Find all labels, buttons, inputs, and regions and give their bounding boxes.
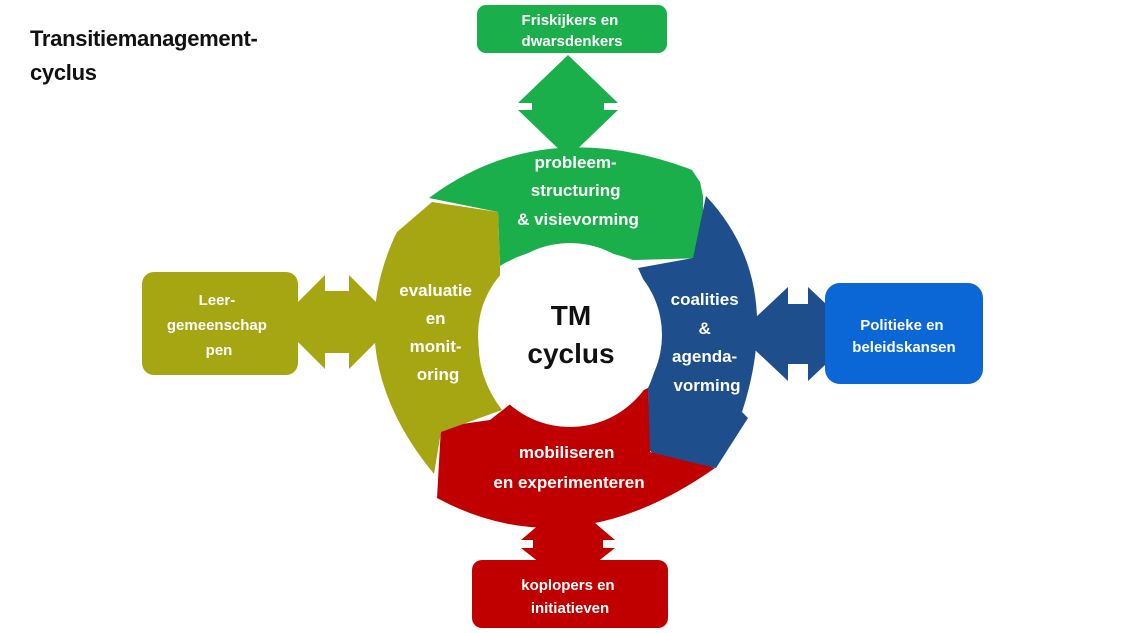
left-connector-arrow bbox=[278, 275, 396, 369]
center-circle bbox=[478, 243, 662, 427]
box-bottom-label: koplopers en initiatieven bbox=[521, 577, 619, 617]
segment-left-line: monit- bbox=[410, 337, 462, 356]
segment-left-arrow bbox=[374, 202, 502, 474]
segment-bottom-arrow bbox=[437, 388, 715, 528]
segment-bottom-line: mobiliseren bbox=[519, 443, 614, 462]
segment-top-line: & visievorming bbox=[517, 210, 639, 229]
segment-top-line: probleem- bbox=[535, 153, 617, 172]
segment-right-line: agenda- bbox=[672, 347, 737, 366]
box-bottom: koplopers en initiatieven bbox=[472, 560, 668, 628]
title-line-2: cyclus bbox=[30, 60, 97, 85]
box-top-line: dwarsdenkers bbox=[522, 33, 623, 50]
box-bottom-line: initiatieven bbox=[531, 600, 609, 617]
segment-right-label: coalities & agenda- vorming bbox=[671, 290, 744, 395]
box-left-label: Leer- gemeenschap pen bbox=[167, 292, 271, 359]
box-left-rect bbox=[142, 272, 298, 375]
center-label-line-2: cyclus bbox=[527, 338, 614, 369]
segment-bottom-label: mobiliseren en experimenteren bbox=[493, 443, 644, 492]
box-left-line: pen bbox=[206, 342, 233, 359]
top-connector-arrow bbox=[518, 55, 618, 158]
box-bottom-rect bbox=[472, 560, 668, 628]
box-left-line: Leer- bbox=[199, 292, 236, 309]
box-top-label: Friskijkers en dwarsdenkers bbox=[522, 12, 623, 50]
box-bottom-line: koplopers en bbox=[521, 577, 614, 594]
segment-left-line: evaluatie bbox=[399, 281, 472, 300]
segment-top-label: probleem- structuring & visievorming bbox=[517, 153, 639, 229]
segment-left-line: oring bbox=[417, 365, 460, 384]
box-right: Politieke en beleidskansen bbox=[825, 283, 983, 384]
segment-left-line: en bbox=[426, 309, 446, 328]
box-right-rect bbox=[825, 283, 983, 384]
box-top-rect bbox=[477, 5, 667, 53]
segment-top-arrow bbox=[429, 147, 705, 266]
diagram-title: Transitiemanagement- cyclus bbox=[30, 22, 330, 90]
segment-right-line: coalities bbox=[671, 290, 739, 309]
center-label-line-1: TM bbox=[551, 300, 591, 331]
box-top-line: Friskijkers en bbox=[522, 12, 619, 29]
box-right-line: Politieke en bbox=[860, 317, 943, 334]
box-top: Friskijkers en dwarsdenkers bbox=[477, 5, 667, 53]
box-right-label: Politieke en beleidskansen bbox=[852, 317, 955, 356]
segment-right-line: & bbox=[698, 319, 710, 338]
box-left: Leer- gemeenschap pen bbox=[142, 272, 298, 375]
segment-right-arrow bbox=[638, 196, 758, 468]
title-line-1: Transitiemanagement- bbox=[30, 26, 258, 51]
segment-right-line: vorming bbox=[673, 376, 740, 395]
box-left-line: gemeenschap bbox=[167, 317, 267, 334]
box-right-line: beleidskansen bbox=[852, 339, 955, 356]
cycle-segments bbox=[374, 147, 758, 528]
segment-top-line: structuring bbox=[531, 181, 621, 200]
segment-bottom-line: en experimenteren bbox=[493, 473, 644, 492]
segment-left-label: evaluatie en monit- oring bbox=[399, 281, 477, 384]
